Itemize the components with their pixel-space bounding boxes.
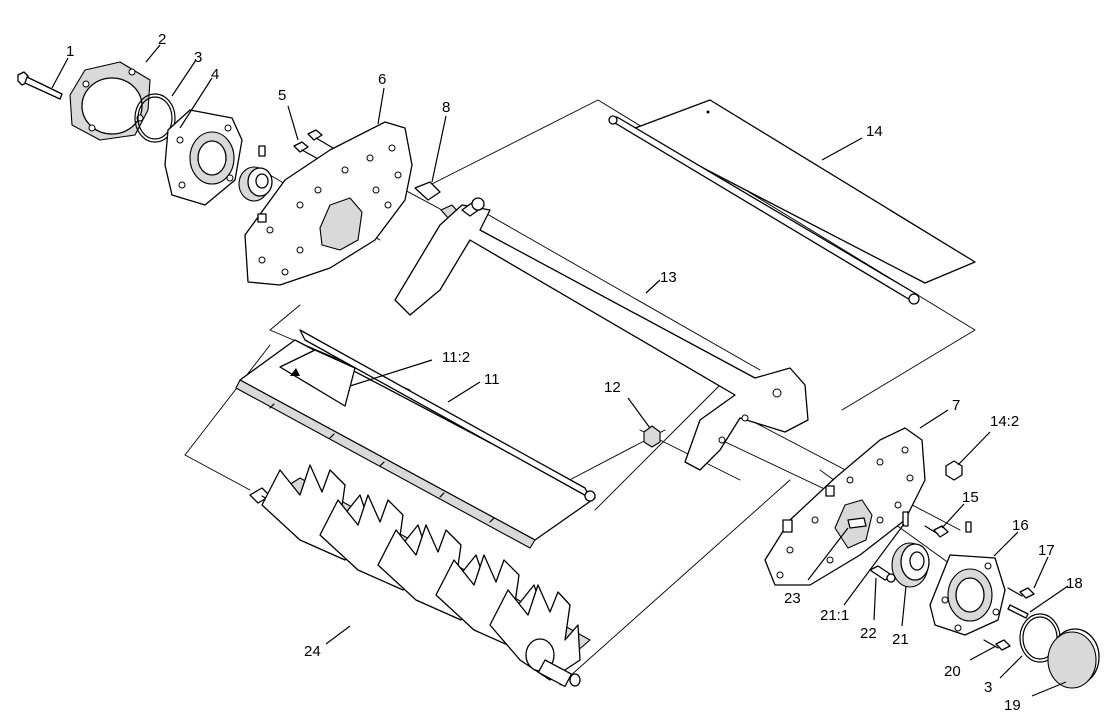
callout-21: 21	[892, 631, 909, 648]
part-22-pin	[869, 565, 896, 583]
part-1-bolt	[17, 71, 63, 100]
part-21-1-pin	[902, 511, 909, 527]
side-plate-holes	[258, 144, 402, 276]
reel-blades	[261, 464, 581, 681]
part-12-nut	[643, 425, 661, 448]
part-18-pin	[1007, 604, 1029, 619]
part-24-reel	[249, 464, 591, 688]
part-3-o-ring	[134, 93, 176, 143]
leader-lines	[51, 44, 1069, 697]
part-17-bolt	[1007, 587, 1035, 599]
callout-15: 15	[962, 489, 979, 506]
part-13-frame	[394, 197, 809, 471]
part-15-bolt	[924, 525, 949, 538]
callout-23: 23	[784, 590, 801, 607]
part-19-cap	[1047, 628, 1100, 689]
part-5-bolts	[293, 129, 334, 161]
callout-4: 4	[211, 66, 219, 83]
part-23-key	[847, 517, 867, 529]
callout-3-right: 3	[984, 679, 992, 696]
part-14-rod	[608, 115, 920, 305]
part-6-side-plate	[244, 121, 413, 286]
part-14-shield	[608, 99, 976, 305]
baffle-slots	[269, 403, 495, 523]
callout-11-2: 11:2	[442, 349, 470, 366]
part-7-side-plate	[764, 427, 926, 586]
right-plate-holes	[776, 446, 914, 579]
callout-3: 3	[194, 49, 202, 66]
callout-1: 1	[66, 43, 74, 60]
callout-2: 2	[158, 31, 166, 48]
callout-12: 12	[604, 379, 621, 396]
callout-22: 22	[860, 625, 877, 642]
part-20-bolt	[983, 639, 1011, 651]
callout-14: 14	[866, 123, 883, 140]
callout-6: 6	[378, 71, 386, 88]
callout-14-2: 14:2	[990, 413, 1019, 430]
callout-21-1: 21:1	[820, 607, 849, 624]
part-16-housing	[929, 521, 1006, 636]
callout-24: 24	[304, 643, 321, 660]
callout-5: 5	[278, 87, 286, 104]
bearing-left	[238, 145, 273, 202]
callout-16: 16	[1012, 517, 1029, 534]
callout-7: 7	[952, 397, 960, 414]
callout-17: 17	[1038, 542, 1055, 559]
part-21-bearing	[891, 542, 930, 588]
part-14-2-nut	[945, 460, 963, 481]
callout-13: 13	[660, 269, 677, 286]
callout-8: 8	[442, 99, 450, 116]
part-2-housing	[69, 61, 151, 141]
part-11-baffle	[235, 329, 596, 549]
callout-11: 11	[484, 371, 500, 388]
callout-18: 18	[1066, 575, 1083, 592]
callout-19: 19	[1004, 697, 1021, 714]
bearing-housing-left	[164, 109, 243, 206]
callout-20: 20	[944, 663, 961, 680]
callout-labels: 1 2 3 4 5 6 8 14 13 11:2 11 12 7 14:2 15…	[66, 31, 1083, 714]
